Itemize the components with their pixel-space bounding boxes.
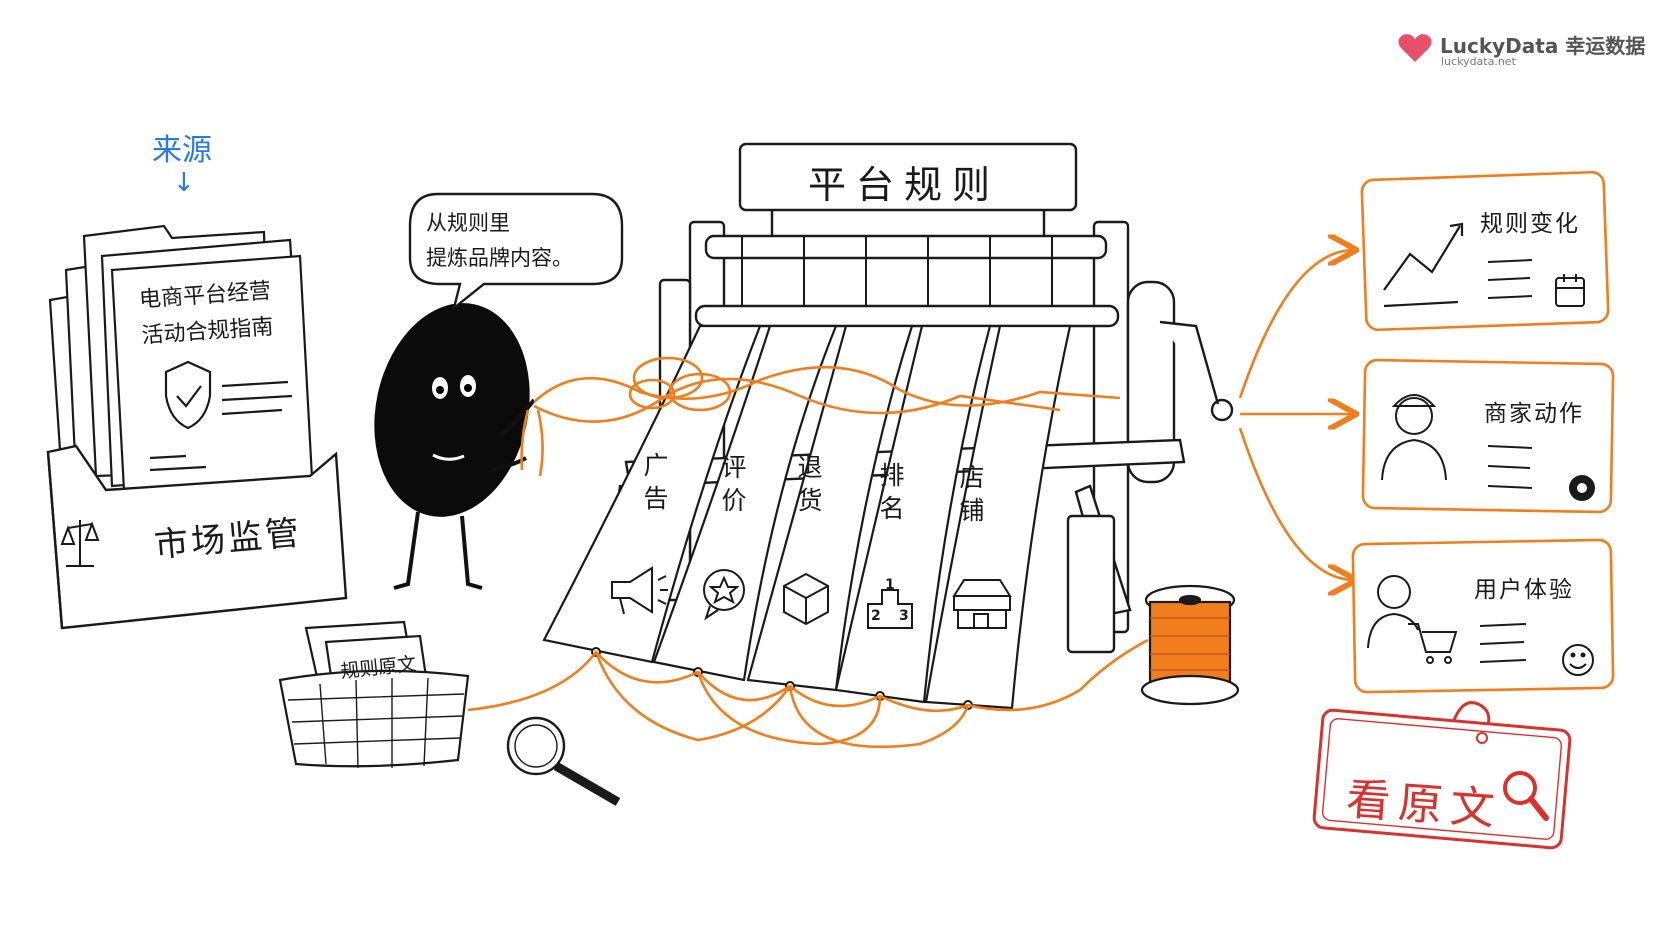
shield-check-icon bbox=[149, 360, 293, 472]
speech-bubble-outline bbox=[408, 192, 624, 312]
thread-spool bbox=[1140, 584, 1240, 706]
smile-icon bbox=[1562, 644, 1594, 676]
speech-bubble-text: 从规则里 提炼品牌内容。 bbox=[426, 211, 573, 270]
fabric-strips bbox=[542, 324, 1072, 710]
strip-label-ads: 广告 bbox=[640, 452, 669, 518]
package-icon bbox=[783, 572, 829, 626]
strip-label-reviews: 评价 bbox=[718, 454, 747, 520]
output-arrows bbox=[1238, 250, 1354, 580]
brand-name: LuckyData 幸运数据 bbox=[1440, 34, 1646, 58]
output-card-user-experience bbox=[1351, 538, 1615, 694]
shopper-cart-icon bbox=[1367, 575, 1458, 664]
search-icon bbox=[1503, 771, 1549, 821]
podium-number-2: 2 bbox=[871, 608, 881, 624]
scales-icon bbox=[60, 520, 100, 567]
podium-number-3: 3 bbox=[899, 608, 909, 624]
regulation-box bbox=[46, 444, 348, 630]
source-label: 来源 bbox=[152, 133, 212, 168]
output-title-user-experience: 用户体验 bbox=[1474, 577, 1574, 603]
star-chat-icon bbox=[703, 569, 745, 621]
strip-label-returns: 退货 bbox=[794, 454, 823, 520]
storefront-icon bbox=[952, 579, 1012, 629]
stamp-label: 看原文 bbox=[1344, 773, 1504, 836]
output-title-merchant-action: 商家动作 bbox=[1484, 401, 1584, 427]
magnifier-icon bbox=[506, 716, 621, 806]
output-title-rule-change: 规则变化 bbox=[1480, 211, 1580, 237]
megaphone-icon bbox=[611, 566, 668, 615]
podium-icon bbox=[867, 589, 913, 629]
source-arrow-icon: ↓ bbox=[173, 168, 195, 198]
gear-icon bbox=[1569, 475, 1595, 501]
loom-sign-title: 平台规则 bbox=[808, 163, 1001, 207]
brand-url: luckydata.net bbox=[1441, 55, 1516, 68]
strip-label-ranking: 排名 bbox=[876, 462, 905, 528]
original-text-tag bbox=[1312, 701, 1572, 850]
loom-heddles bbox=[741, 236, 1053, 306]
document-title: 电商平台经营 活动合规指南 bbox=[138, 278, 275, 349]
orange-threads bbox=[467, 356, 1149, 749]
document-stack bbox=[48, 224, 314, 492]
strip-label-stores: 店铺 bbox=[956, 464, 985, 530]
podium-number-1: 1 bbox=[885, 577, 895, 593]
basket bbox=[278, 620, 470, 769]
output-card-rule-change bbox=[1360, 170, 1610, 332]
trend-chart-icon bbox=[1383, 222, 1464, 308]
output-card-merchant-action bbox=[1361, 358, 1615, 514]
merchant-icon bbox=[1381, 394, 1447, 481]
heart-logo-icon bbox=[1398, 34, 1432, 62]
calendar-icon bbox=[1555, 274, 1585, 307]
bean-character bbox=[374, 303, 536, 590]
